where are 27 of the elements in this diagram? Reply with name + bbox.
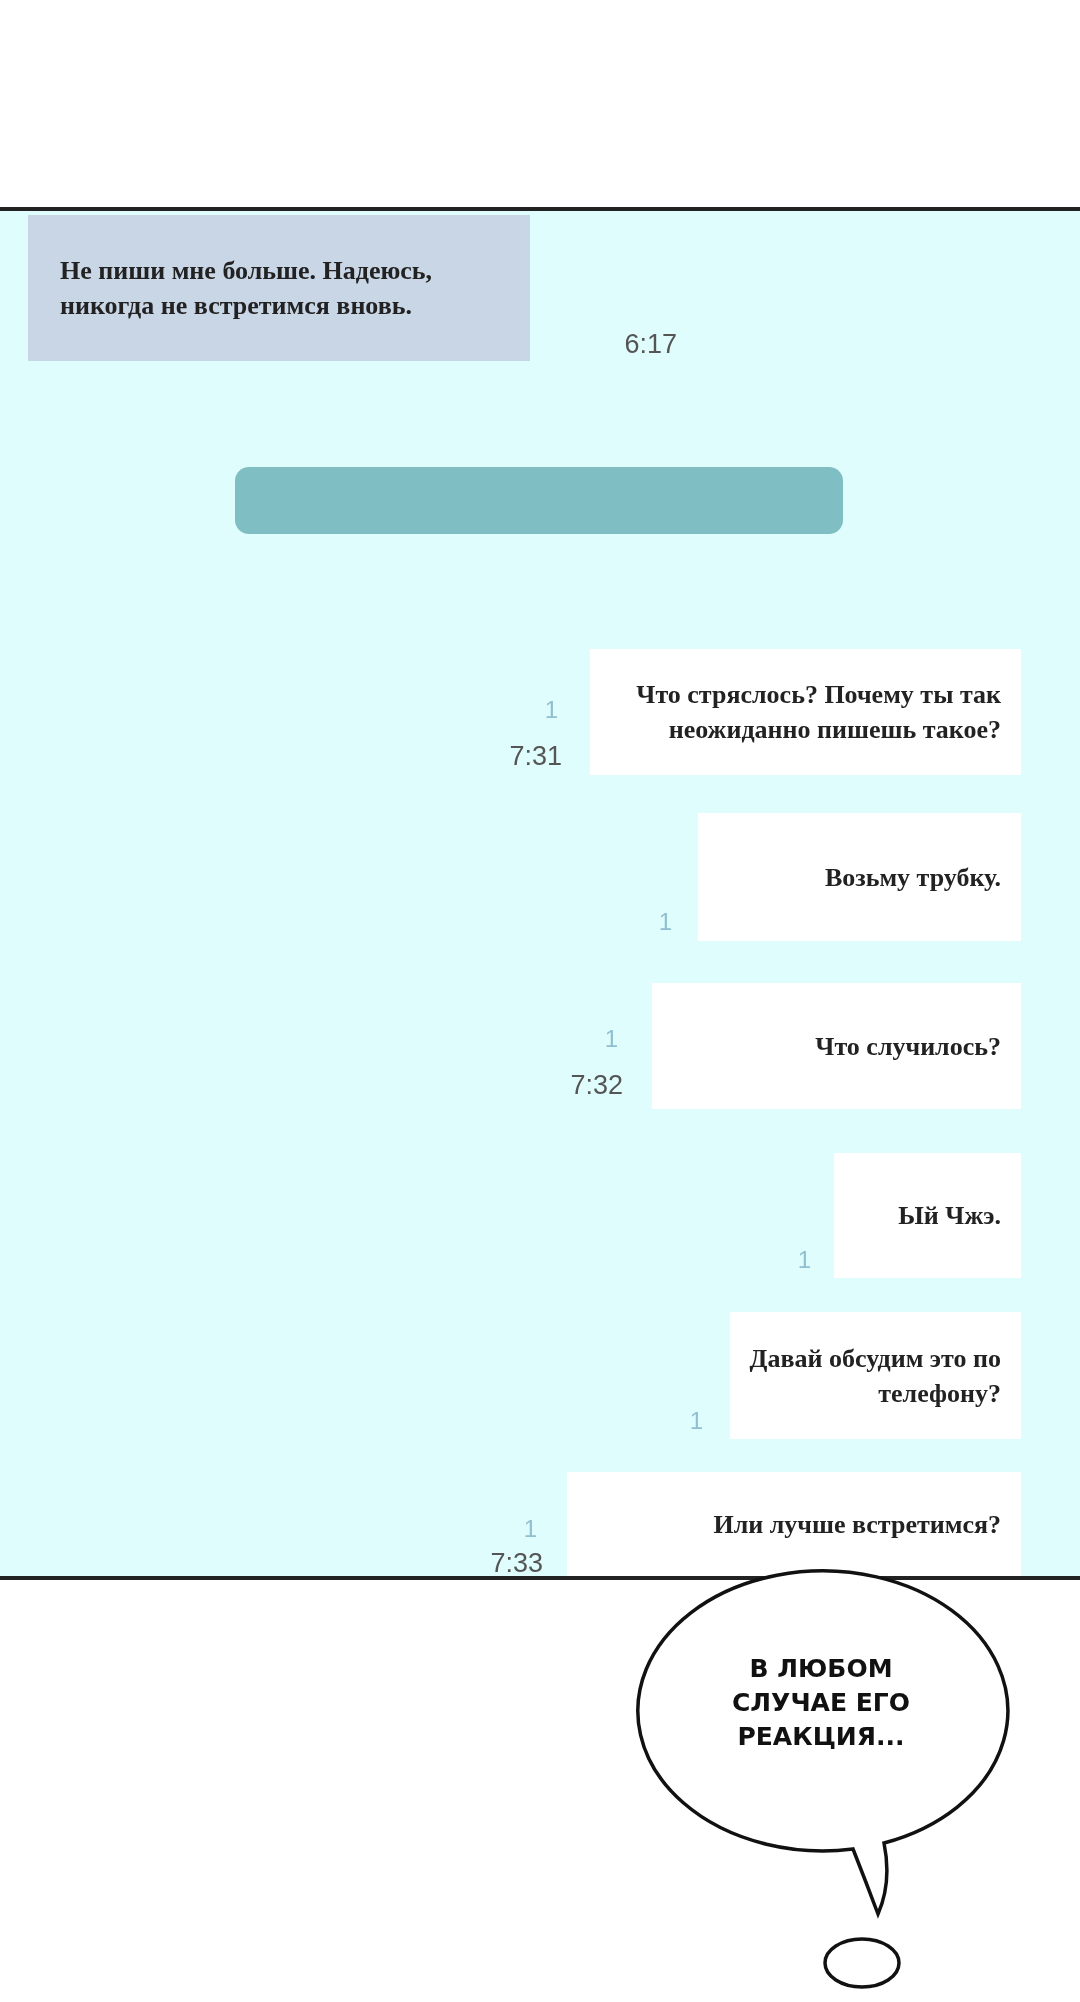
outgoing-message-bubble [652,983,1021,1109]
outgoing-message-bubble [698,813,1021,941]
message-text: Не пиши мне больше. Надеюсь, никогда не встретимся вновь. [60,255,434,322]
read-receipt: 1 [797,1248,811,1272]
system-notice-bar [235,467,843,534]
timestamp: 7:32 [570,1071,623,1099]
outgoing-message-bubble [834,1153,1021,1278]
read-receipt: 1 [523,1517,537,1541]
read-receipt: 1 [544,698,558,722]
message-text: Давай обсудим это по телефону? [748,1342,1001,1410]
chat-panel [0,207,1080,1580]
read-receipt: 1 [689,1409,703,1433]
outgoing-message-bubble [590,649,1021,775]
outgoing-message-bubble [730,1312,1021,1439]
message-text: Что случилось? [815,1030,1001,1063]
message-text: Или лучше встретимся? [713,1508,1001,1541]
message-text: Ый Чжэ. [898,1200,1001,1232]
message-text: Что стряслось? Почему ты так неожиданно пишешь такое? [635,679,1001,746]
thought-text: В ЛЮБОМ СЛУЧАЕ ЕГО РЕАКЦИЯ... [731,1653,911,1753]
read-receipt: 1 [658,910,672,934]
outgoing-message-bubble [567,1472,1021,1576]
incoming-message-bubble [28,215,530,361]
read-receipt: 1 [604,1027,618,1051]
timestamp: 7:33 [490,1549,543,1577]
timestamp: 6:17 [624,330,677,358]
message-text: Возьму трубку. [824,861,1001,894]
timestamp: 7:31 [509,742,562,770]
